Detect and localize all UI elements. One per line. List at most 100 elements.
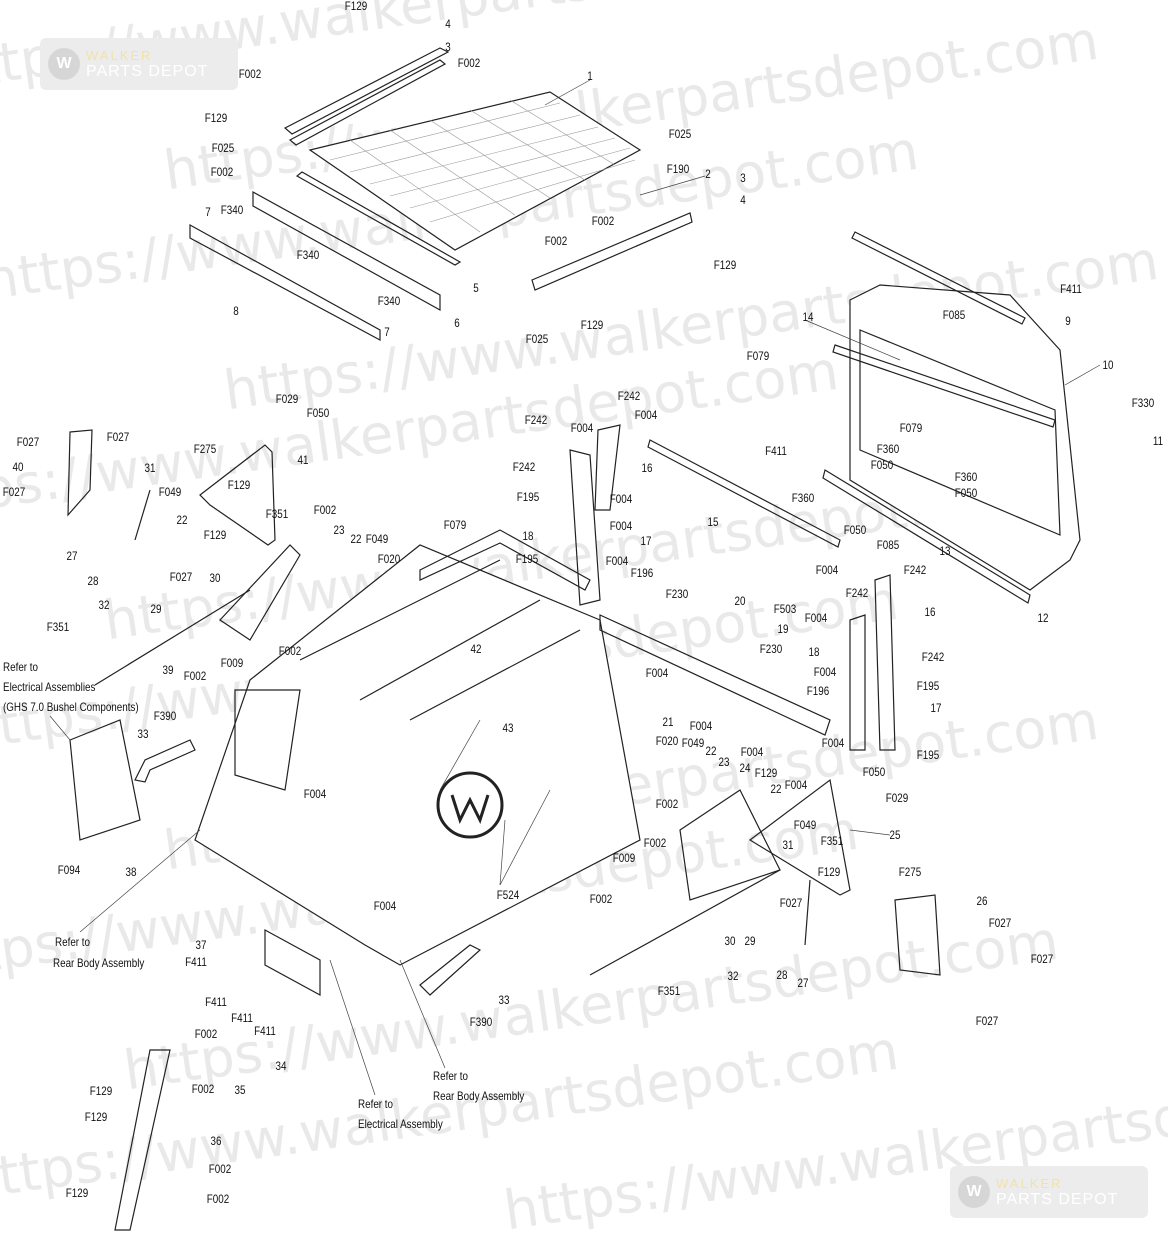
callout-label: 32	[98, 598, 110, 612]
callout-label: F025	[211, 141, 235, 155]
callout-label: F129	[203, 528, 227, 542]
rail-part-6	[252, 190, 441, 312]
callout-label: F524	[496, 888, 520, 902]
callout-label: F004	[609, 519, 633, 533]
strap-part-14	[832, 344, 1056, 428]
callout-label: F002	[183, 669, 207, 683]
callout-label: F050	[954, 486, 978, 500]
logo-line1: WALKER	[996, 1175, 1063, 1191]
bar-part-32	[589, 869, 781, 976]
reference-note: Electrical Assembly	[358, 1117, 443, 1131]
callout-label: 17	[640, 534, 652, 548]
callout-label: F411	[231, 1011, 253, 1025]
callout-label: 2	[705, 167, 711, 181]
callout-label: 22	[770, 782, 782, 796]
callout-label: 28	[87, 574, 99, 588]
callout-label: 18	[522, 529, 534, 543]
walker-logo-icon: W	[48, 48, 80, 80]
callout-label: F085	[942, 308, 966, 322]
callout-label: F049	[158, 485, 182, 499]
callout-label: 30	[209, 571, 221, 585]
callout-label: F004	[645, 666, 669, 680]
callout-label: F411	[254, 1024, 276, 1038]
callout-label: 10	[1102, 358, 1114, 372]
callout-label: F129	[817, 865, 841, 879]
callout-label: F004	[815, 563, 839, 577]
callout-label: F029	[885, 791, 909, 805]
gas-strut-28	[804, 879, 811, 946]
callout-label: F004	[605, 554, 629, 568]
callout-label: 21	[662, 715, 674, 729]
walker-emblem	[436, 771, 504, 839]
callout-label: F049	[365, 532, 389, 546]
callout-label: F050	[843, 523, 867, 537]
callout-label: F050	[862, 765, 886, 779]
callout-label: F027	[988, 916, 1012, 930]
callout-label: 1	[587, 69, 593, 83]
callout-label: 24	[739, 761, 751, 775]
logo-line2: PARTS DEPOT	[86, 62, 209, 80]
rail-part-17	[594, 424, 621, 511]
bar-part-12	[822, 469, 1031, 604]
callout-label: F129	[204, 111, 228, 125]
reference-note: Refer to	[433, 1069, 469, 1083]
callout-label: F351	[265, 507, 289, 521]
callout-label: F196	[630, 566, 654, 580]
callout-label: 27	[66, 549, 78, 563]
callout-label: 33	[137, 727, 149, 741]
frame-part-40	[67, 429, 93, 517]
callout-label: F242	[524, 413, 548, 427]
callout-label: 41	[297, 453, 309, 467]
reference-note: Rear Body Assembly	[53, 956, 145, 970]
callout-label: F129	[65, 1186, 89, 1200]
rear-door-window	[859, 329, 1061, 536]
callout-label: 9	[1065, 314, 1071, 328]
reference-note: (GHS 7.0 Bushel Components)	[3, 700, 139, 714]
strip-part-36	[114, 1049, 171, 1231]
panel-part-38	[69, 719, 141, 841]
callout-label: 22	[350, 532, 362, 546]
callout-label: F242	[903, 563, 927, 577]
callout-label: 30	[724, 934, 736, 948]
callout-label: F390	[469, 1015, 493, 1029]
callout-label: 6	[454, 316, 460, 330]
callout-label: F230	[665, 587, 689, 601]
callout-label: F129	[89, 1084, 113, 1098]
rail-part-18-right	[849, 614, 866, 751]
callout-label: F094	[57, 863, 81, 877]
callout-label: 29	[150, 602, 162, 616]
callout-label: F002	[210, 165, 234, 179]
callout-label: F411	[765, 444, 787, 458]
callout-label: F025	[668, 127, 692, 141]
callout-label: 27	[797, 976, 809, 990]
rail-part-16	[569, 449, 601, 606]
callout-label: 42	[470, 642, 482, 656]
panel-part-34	[264, 928, 321, 997]
callout-label: F275	[898, 865, 922, 879]
main-body-side-window	[234, 689, 301, 791]
callout-label: 18	[808, 645, 820, 659]
bracket-part-39	[219, 544, 301, 641]
callout-label: F002	[589, 892, 613, 906]
strap-part-9	[851, 231, 1026, 325]
callout-label: F230	[759, 642, 783, 656]
callout-label: 16	[641, 461, 653, 475]
callout-label: F002	[194, 1027, 218, 1041]
callout-label: F002	[313, 503, 337, 517]
callout-label: F411	[185, 955, 207, 969]
callout-label: F390	[153, 709, 177, 723]
reference-note: Refer to	[3, 660, 39, 674]
callout-label: F002	[457, 56, 481, 70]
reference-note: Refer to	[55, 935, 91, 949]
callout-label: 35	[234, 1083, 246, 1097]
callout-label: F004	[804, 611, 828, 625]
callout-label: 23	[333, 523, 345, 537]
callout-label: F079	[443, 518, 467, 532]
callout-label: F004	[821, 736, 845, 750]
rail-part-16-right	[874, 574, 896, 751]
callout-label: F351	[657, 984, 681, 998]
callout-label: 36	[210, 1134, 222, 1148]
callout-label: F009	[612, 851, 636, 865]
